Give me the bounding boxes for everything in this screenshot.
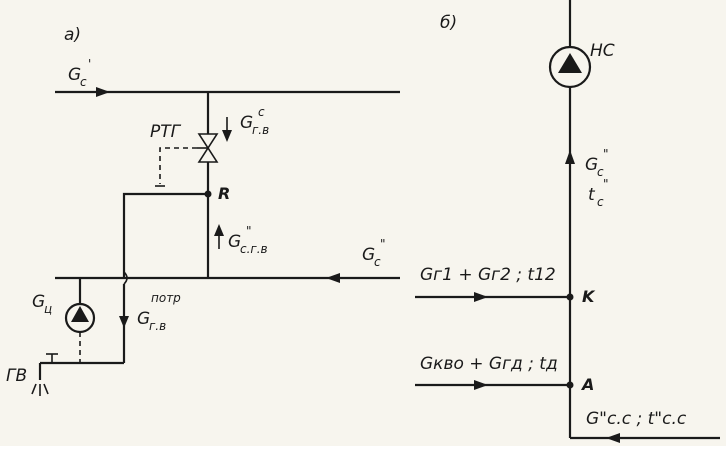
panel-b-tag: б) [440, 13, 457, 33]
svg-text:г.в: г.в [252, 123, 269, 137]
svg-text:c: c [258, 105, 265, 119]
label-gc-up: G c " [585, 147, 609, 179]
node-a-label: A [580, 375, 594, 394]
svg-text:G: G [137, 309, 150, 329]
svg-text:потр: потр [151, 291, 181, 305]
arrow-supply-in [96, 87, 110, 97]
svg-text:G: G [32, 292, 45, 312]
node-r-label: R [218, 184, 230, 203]
svg-text:": " [246, 224, 252, 238]
label-a-flow: Gкво + Gгд ; tд [420, 354, 558, 374]
label-bottom-flow: G"c.c ; t"c.c [586, 409, 687, 429]
label-gpotr: G г.в потр [137, 291, 181, 333]
node-k-dot [566, 293, 574, 301]
label-k-flow: Gг1 + Gг2 ; t12 [420, 265, 556, 285]
svg-text:c: c [597, 195, 604, 209]
arrow-inflow-k [474, 292, 488, 302]
label-tc-up: t c " [588, 177, 609, 209]
svg-text:G: G [68, 65, 81, 85]
label-gc-ret: G c " [362, 237, 386, 269]
pump-icon-ns [548, 45, 592, 89]
tap-icon [31, 363, 49, 396]
arrow-return [326, 273, 340, 283]
label-rtg: РТГ [150, 122, 182, 142]
svg-text:t: t [588, 185, 596, 205]
svg-text:": " [380, 237, 386, 251]
svg-text:c: c [374, 255, 381, 269]
arrow-bottom-return [606, 433, 620, 443]
svg-text:ц: ц [44, 302, 52, 316]
label-gc-pump: G ц [32, 292, 52, 316]
label-gcgv: G c.г.в " [228, 224, 268, 256]
arrow-ggv-c-head [222, 130, 232, 142]
label-gc-in: G c ' [68, 57, 91, 89]
node-a-dot [566, 381, 574, 389]
valve-icon [197, 133, 219, 163]
arrow-main-up [565, 150, 575, 164]
label-gv: ГВ [6, 366, 27, 386]
svg-text:G: G [585, 155, 598, 175]
svg-text:г.в: г.в [149, 319, 166, 333]
loop-left [122, 192, 208, 278]
rtg-control-line [159, 147, 197, 184]
panel-a-tag: а) [64, 25, 81, 45]
svg-text:": " [603, 147, 609, 161]
line-crossing [123, 271, 128, 285]
svg-text:": " [603, 177, 609, 191]
arrow-consumer [119, 316, 129, 328]
label-ggv-c: G г.в c [240, 105, 269, 137]
svg-text:G: G [240, 113, 253, 133]
svg-text:c: c [80, 75, 87, 89]
pump-icon [64, 302, 96, 334]
svg-text:c.г.в: c.г.в [240, 242, 268, 256]
svg-text:G: G [228, 232, 241, 252]
svg-text:G: G [362, 245, 375, 265]
svg-text:': ' [88, 57, 91, 71]
svg-text:c: c [597, 165, 604, 179]
node-k-label: K [582, 287, 596, 306]
arrow-inflow-a [474, 380, 488, 390]
arrow-gcgv-head [214, 224, 224, 236]
label-ns: НС [590, 41, 615, 61]
